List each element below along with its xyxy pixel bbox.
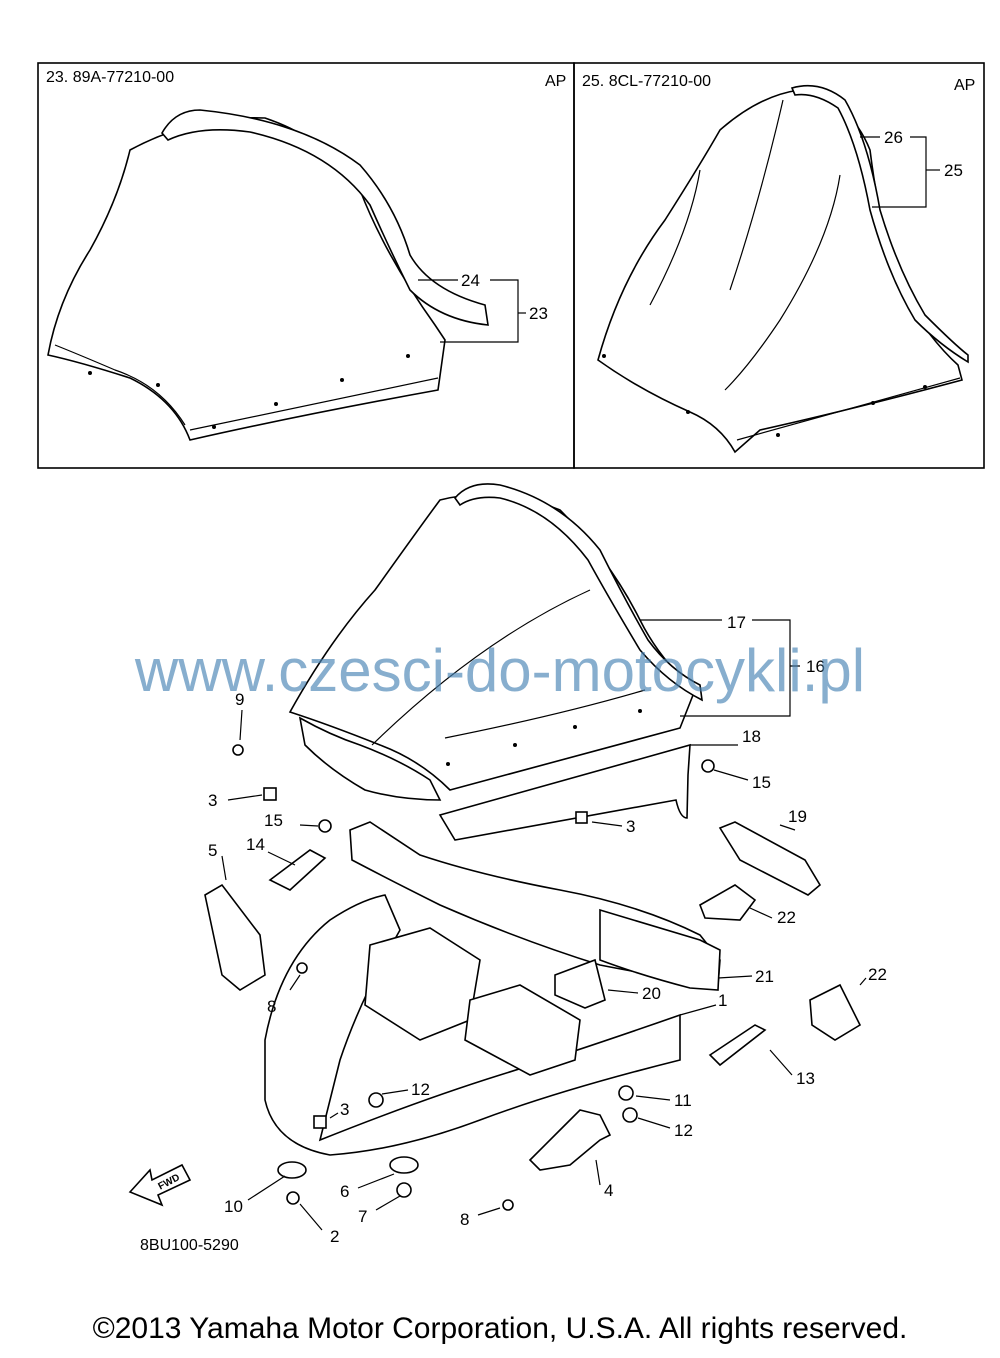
main-exploded-view: 17 16 18 9 3 15 3 15 14 19 5 22 21 22 8 … <box>128 483 887 1254</box>
callout-5: 5 <box>208 841 217 860</box>
callout-7: 7 <box>358 1207 367 1226</box>
callout-11: 11 <box>674 1091 692 1110</box>
bolt-8-lower <box>502 1199 514 1211</box>
panel-right: 25. 8CL-77210-00 AP 26 25 <box>573 62 985 469</box>
bolt-15-right <box>701 759 715 773</box>
bolt-15-left <box>318 819 332 833</box>
callout-2: 2 <box>330 1227 339 1246</box>
callout-6: 6 <box>340 1182 349 1201</box>
callout-16: 16 <box>806 657 825 676</box>
bracket-13 <box>708 1024 767 1067</box>
callout-9: 9 <box>235 690 244 709</box>
screw-9 <box>232 744 244 756</box>
bracket-18 <box>438 743 691 841</box>
callout-15-left: 15 <box>264 811 283 830</box>
panel-left: 23. 89A-77210-00 AP 24 23 <box>37 62 575 469</box>
instrument-box-left <box>364 927 481 1041</box>
callout-8-left: 8 <box>267 997 276 1016</box>
callout-20: 20 <box>642 984 661 1003</box>
nut-3-upper <box>263 787 277 801</box>
callout-4: 4 <box>604 1181 613 1200</box>
callout-19: 19 <box>788 807 807 826</box>
trim-24 <box>161 109 489 326</box>
panel-left-ap-tag: AP <box>545 73 566 90</box>
windscreen-23 <box>47 116 446 441</box>
bolt-8-left <box>296 962 308 974</box>
callout-15-right: 15 <box>752 773 771 792</box>
callout-17: 17 <box>727 613 746 632</box>
callout-14: 14 <box>246 835 265 854</box>
diagram-code: 8BU100-5290 <box>140 1237 239 1254</box>
callout-12-left: 12 <box>411 1080 430 1099</box>
instrument-box-right <box>464 984 581 1076</box>
callout-23: 23 <box>529 304 548 323</box>
grommet-12-left <box>368 1092 384 1108</box>
nut-7 <box>396 1182 412 1198</box>
bracket-19 <box>718 821 822 896</box>
callout-25: 25 <box>944 161 963 180</box>
grommet-12-right <box>622 1107 638 1123</box>
stay-5 <box>204 883 266 991</box>
callout-26: 26 <box>884 128 903 147</box>
stay-14 <box>268 849 327 891</box>
mount-22-lower <box>809 983 862 1041</box>
callout-13: 13 <box>796 1069 815 1088</box>
callout-22-upper: 22 <box>777 908 796 927</box>
callout-18: 18 <box>742 727 761 746</box>
trim-17 <box>453 483 703 702</box>
fwd-arrow-icon: FWD <box>128 1163 192 1207</box>
mount-22-upper <box>699 884 757 921</box>
stay-4 <box>528 1109 612 1171</box>
panel-right-ap-tag: AP <box>954 77 975 94</box>
nut-3-lower <box>313 1115 327 1129</box>
callout-1: 1 <box>718 991 727 1010</box>
duct-21 <box>599 908 721 991</box>
callout-3-lower: 3 <box>340 1100 349 1119</box>
inner-cowl-panel <box>298 716 442 801</box>
callout-12-right: 12 <box>674 1121 693 1140</box>
callout-8-lower: 8 <box>460 1210 469 1229</box>
panel-left-part-number: 23. 89A-77210-00 <box>46 69 174 86</box>
grommet-11 <box>618 1085 634 1101</box>
copyright: ©2013 Yamaha Motor Corporation, U.S.A. A… <box>92 1312 908 1345</box>
callout-21: 21 <box>755 967 774 986</box>
nut-3-middle <box>575 811 588 824</box>
panel-right-part-number: 25. 8CL-77210-00 <box>582 73 711 90</box>
callout-10: 10 <box>224 1197 243 1216</box>
duct-20 <box>554 958 606 1009</box>
callout-24: 24 <box>461 271 480 290</box>
damper-10 <box>277 1161 307 1179</box>
damper-6 <box>389 1156 419 1174</box>
trim-26 <box>790 84 969 364</box>
callout-3-middle: 3 <box>626 817 635 836</box>
windscreen-25 <box>597 89 963 454</box>
panel-right-frame <box>573 62 985 469</box>
callout-22-lower: 22 <box>868 965 887 984</box>
nut-2 <box>286 1191 300 1205</box>
callout-3-upper: 3 <box>208 791 217 810</box>
